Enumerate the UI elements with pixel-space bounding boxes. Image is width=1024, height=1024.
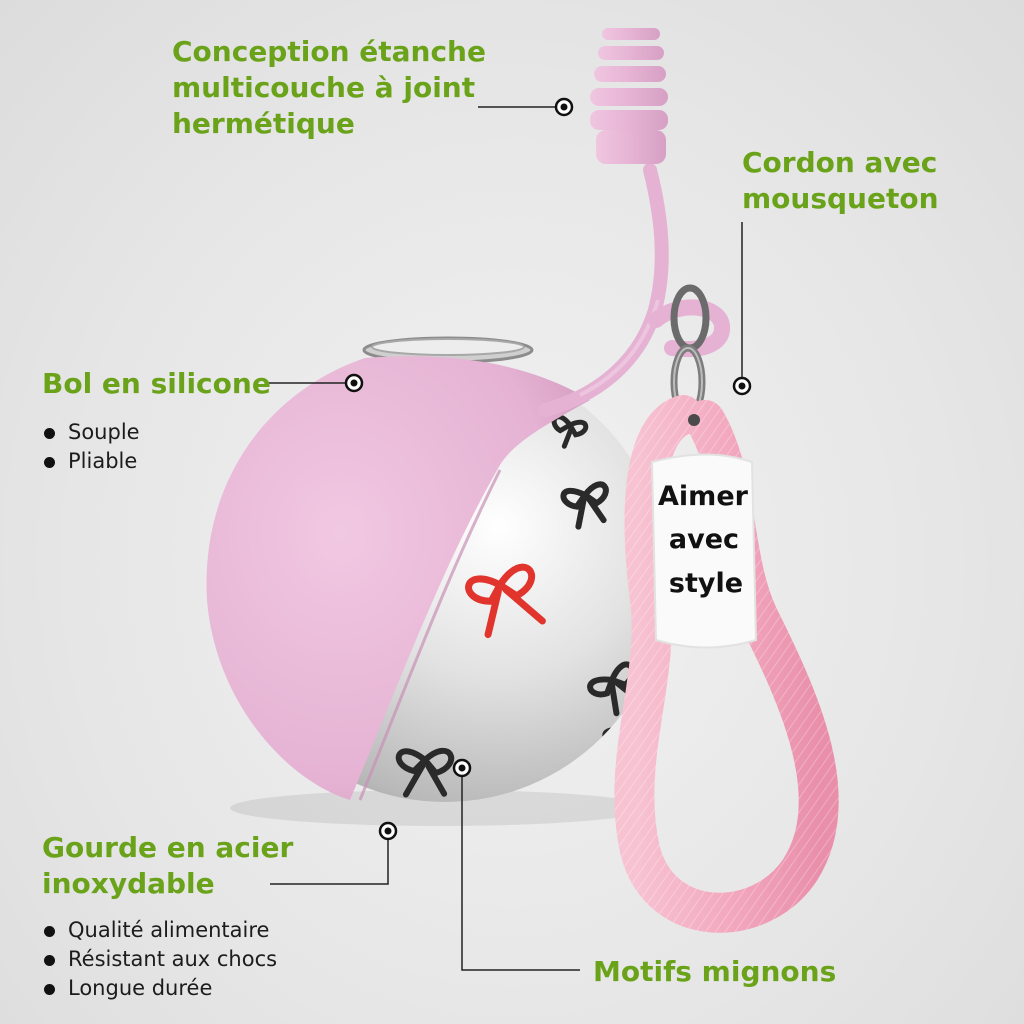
silicone-bowl bbox=[206, 356, 590, 801]
silicone-cap bbox=[590, 28, 668, 164]
bullet-item: Qualité alimentaire bbox=[42, 916, 277, 945]
leader-bottle bbox=[270, 838, 389, 885]
bullet-item: Résistant aux chocs bbox=[42, 945, 277, 974]
callout-seal: Conception étanche multicouche à joint h… bbox=[172, 34, 486, 141]
bullet-item: Pliable bbox=[42, 447, 140, 476]
tag-line-2: avec bbox=[669, 524, 739, 555]
tag-line-3: style bbox=[669, 568, 743, 599]
red-bow-icon bbox=[465, 563, 546, 639]
callout-bowl-bullets: Souple Pliable bbox=[42, 418, 140, 476]
target-dot-icon bbox=[452, 758, 472, 778]
callout-bottle-bullets: Qualité alimentaire Résistant aux chocs … bbox=[42, 916, 277, 1003]
callout-seal-line-3: hermétique bbox=[172, 106, 355, 140]
target-dot-icon bbox=[378, 821, 398, 841]
target-markers bbox=[344, 97, 752, 841]
callout-lanyard: Cordon avec mousqueton bbox=[742, 145, 939, 217]
target-dot-icon bbox=[732, 376, 752, 396]
lanyard-tag: Aimer avec style bbox=[650, 453, 758, 649]
leader-lines bbox=[268, 106, 743, 971]
callout-pattern-title: Motifs mignons bbox=[593, 955, 837, 988]
bottle-rim bbox=[362, 336, 534, 364]
strap-loop bbox=[648, 299, 730, 358]
callout-lanyard-line-2: mousqueton bbox=[742, 181, 939, 215]
callout-bottle-line-1: Gourde en acier bbox=[42, 831, 294, 864]
target-dot-icon bbox=[554, 97, 574, 117]
leader-pattern bbox=[461, 775, 580, 971]
callout-bottle: Gourde en acier inoxydable bbox=[42, 830, 293, 902]
target-dot-icon bbox=[344, 373, 364, 393]
cap-strap bbox=[538, 163, 669, 417]
bullet-item: Souple bbox=[42, 418, 140, 447]
callout-seal-line-1: Conception étanche bbox=[172, 35, 486, 68]
callout-lanyard-line-1: Cordon avec bbox=[742, 146, 938, 179]
bow-icon bbox=[395, 747, 455, 798]
bow-icon bbox=[560, 481, 609, 530]
callout-seal-line-2: multicouche à joint bbox=[172, 70, 476, 104]
bullet-item: Longue durée bbox=[42, 974, 277, 1003]
callout-bottle-line-2: inoxydable bbox=[42, 866, 215, 900]
ground-shadow bbox=[230, 790, 650, 826]
callout-bowl-title: Bol en silicone bbox=[42, 367, 271, 400]
tag-line-1: Aimer bbox=[658, 481, 749, 512]
